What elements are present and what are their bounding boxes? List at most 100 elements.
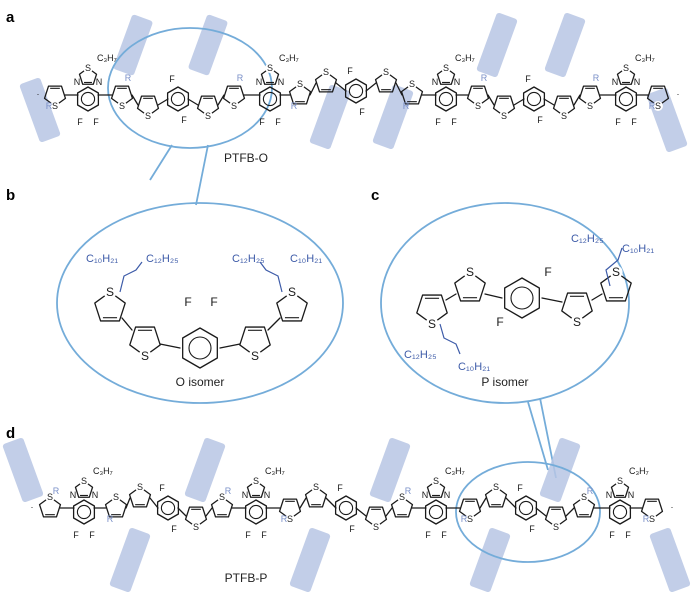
ptfb-o-r-group-6: R [237, 73, 244, 83]
o-isomer-lens [56, 202, 344, 404]
ptfb-p-link-6 [205, 507, 213, 517]
ptfb-o-r-group-20: R [649, 101, 656, 111]
p-top-chain-c12: C₁₂H₂₅ [571, 233, 604, 245]
ptfb-p-fluorine-a-16: F [517, 483, 523, 493]
ptfb-p-link-10 [325, 497, 337, 509]
ptfb-o-thiophene-9 [314, 71, 338, 93]
o-isomer-link-2 [159, 343, 181, 349]
ptfb-p-thiophene-17-s-mask [551, 522, 561, 532]
ptfb-p-thiophene-8-s-atom: S [287, 514, 293, 524]
ptfb-p-thiophene-11-s-mask [371, 522, 381, 532]
ptfb-p-thiophene-3 [128, 486, 152, 508]
p-isomer-thiophene-inner-right-s-atom: S [573, 315, 581, 329]
ptfb-p-thiophene-17 [544, 506, 568, 528]
ptfb-o-benzene-4 [166, 86, 190, 112]
ptfb-o-thiophene-11 [374, 71, 398, 93]
o-isomer-thiophene-outer-left [94, 291, 126, 322]
ptfb-o-btz-triazole-19 [616, 67, 636, 85]
p-isomer-thiophene-outer-right [600, 271, 632, 302]
ptfb-p-thiophene-2 [104, 496, 128, 518]
ptfb-p-n-left-7: N [242, 490, 249, 500]
ptfb-o-propyl-19: C₃H₇ [635, 53, 655, 63]
ptfb-p-chain-end-left: · [31, 502, 34, 512]
p-isomer-thiophene-inner-left [454, 271, 486, 302]
o-isomer-thiophene-inner-right-s-mask [248, 349, 262, 363]
ptfb-o-fluorine-a-4: F [169, 74, 175, 84]
ptfb-p-n-right-19: N [628, 490, 635, 500]
ptfb-p-link-5 [177, 507, 187, 517]
ptfb-o-thiophene-20-s-atom: S [655, 101, 661, 111]
ptfb-p-thiophene-2-s-atom: S [113, 492, 119, 502]
ptfb-o-thiophene-17-s-atom: S [561, 111, 567, 121]
o-isomer-benzene-aromatic [188, 336, 212, 360]
ptfb-p-propyl-1: C₃H₇ [93, 466, 113, 476]
panel-label-d: d [6, 425, 15, 442]
ptfb-o-thiophene-15 [492, 95, 516, 117]
ptfb-o-highlight-5 [476, 12, 518, 78]
ptfb-o-thiophene-0-s-mask [50, 101, 60, 111]
ptfb-o-thiophene-14 [466, 85, 490, 107]
p-bottom-chain-c10: C₁₀H₂₁ [458, 361, 490, 373]
o-isomer-link-4 [267, 317, 281, 331]
o-isomer-thiophene-inner-right [239, 326, 271, 357]
ptfb-p-thiophene-14 [458, 498, 482, 520]
ptfb-p-btz-triazole-13-s-atom: S [433, 476, 439, 486]
ptfb-p-benzene-16 [514, 495, 538, 521]
ptfb-p-f-left-7: F [245, 530, 251, 540]
o-isomer-benzene [182, 327, 218, 369]
p-isomer-fluorine-top: F [544, 265, 551, 279]
ptfb-o-link-16 [513, 98, 525, 106]
p-isomer-thiophene-inner-right [561, 292, 593, 323]
ptfb-o-thiophene-9-s-mask [321, 67, 331, 77]
o-left-chain-c12: C₁₂H₂₅ [146, 253, 179, 265]
ptfb-p-thiophene-5 [184, 506, 208, 528]
ptfb-o-fluorine-a-16: F [525, 74, 531, 84]
ptfb-p-thiophene-18 [572, 496, 596, 518]
ptfb-p-link-9 [299, 497, 307, 509]
ptfb-o-thiophene-5 [196, 95, 220, 117]
ptfb-p-r-group-8: R [281, 514, 288, 524]
ptfb-o-fluorine-a-10: F [347, 66, 353, 76]
ptfb-p-benzene-4 [156, 495, 180, 521]
ptfb-p-thiophene-9-s-mask [311, 482, 321, 492]
ptfb-p-f-right-7: F [261, 530, 267, 540]
ptfb-p-thiophene-20-s-mask [647, 514, 657, 524]
ptfb-o-link-3 [131, 94, 139, 106]
ptfb-p-f-right-19: F [625, 530, 631, 540]
ptfb-p-thiophene-15-s-mask [491, 482, 501, 492]
p-isomer-thiophene-inner-left-s-atom: S [466, 265, 474, 279]
ptfb-p-btz-triazole-7-s-mask [251, 476, 261, 486]
p-isomer-thiophene-outer-right-s-atom: S [612, 265, 620, 279]
ptfb-p-n-left-19: N [606, 490, 613, 500]
ptfb-o-thiophene-3 [136, 95, 160, 117]
p-isomer-branch-bottom [439, 323, 461, 355]
ptfb-p-benzene-10 [334, 495, 358, 521]
ptfb-o-r-group-14: R [481, 73, 488, 83]
ptfb-p-thiophene-18-s-mask [579, 492, 589, 502]
ptfb-p-thiophene-8-s-mask [285, 514, 295, 524]
p-isomer-benzene-aromatic [510, 286, 534, 310]
ptfb-p-btz-benzene-7 [244, 499, 268, 525]
ptfb-p-btz-triazole-19-s-atom: S [617, 476, 623, 486]
ptfb-p-fluorine-b-16: F [529, 524, 535, 534]
ptfb-o-highlight-6 [544, 12, 586, 78]
o-isomer-thiophene-outer-left-s-mask [103, 285, 117, 299]
ptfb-o-n-right-1: N [96, 77, 103, 87]
ptfb-p-n-left-13: N [422, 490, 429, 500]
ptfb-p-btz-triazole-13 [426, 480, 446, 498]
ptfb-o-thiophene-2-s-mask [117, 101, 127, 111]
ptfb-o-n-right-7: N [278, 77, 285, 87]
o-isomer-thiophene-inner-left-s-mask [138, 349, 152, 363]
ptfb-p-thiophene-3-s-mask [135, 482, 145, 492]
ptfb-p-thiophene-20 [640, 498, 664, 520]
p-isomer-thiophene-inner-right-s-mask [570, 315, 584, 329]
o-isomer-thiophene-outer-right [276, 291, 308, 322]
ptfb-p-thiophene-12-s-atom: S [399, 492, 405, 502]
panel-label-c: c [371, 187, 379, 204]
ptfb-o-f-left-7: F [259, 117, 265, 127]
ptfb-o-propyl-7: C₃H₇ [279, 53, 299, 63]
ptfb-o-btz-benzene-1-aromatic [80, 91, 96, 107]
ptfb-o-thiophene-17-s-mask [559, 111, 569, 121]
